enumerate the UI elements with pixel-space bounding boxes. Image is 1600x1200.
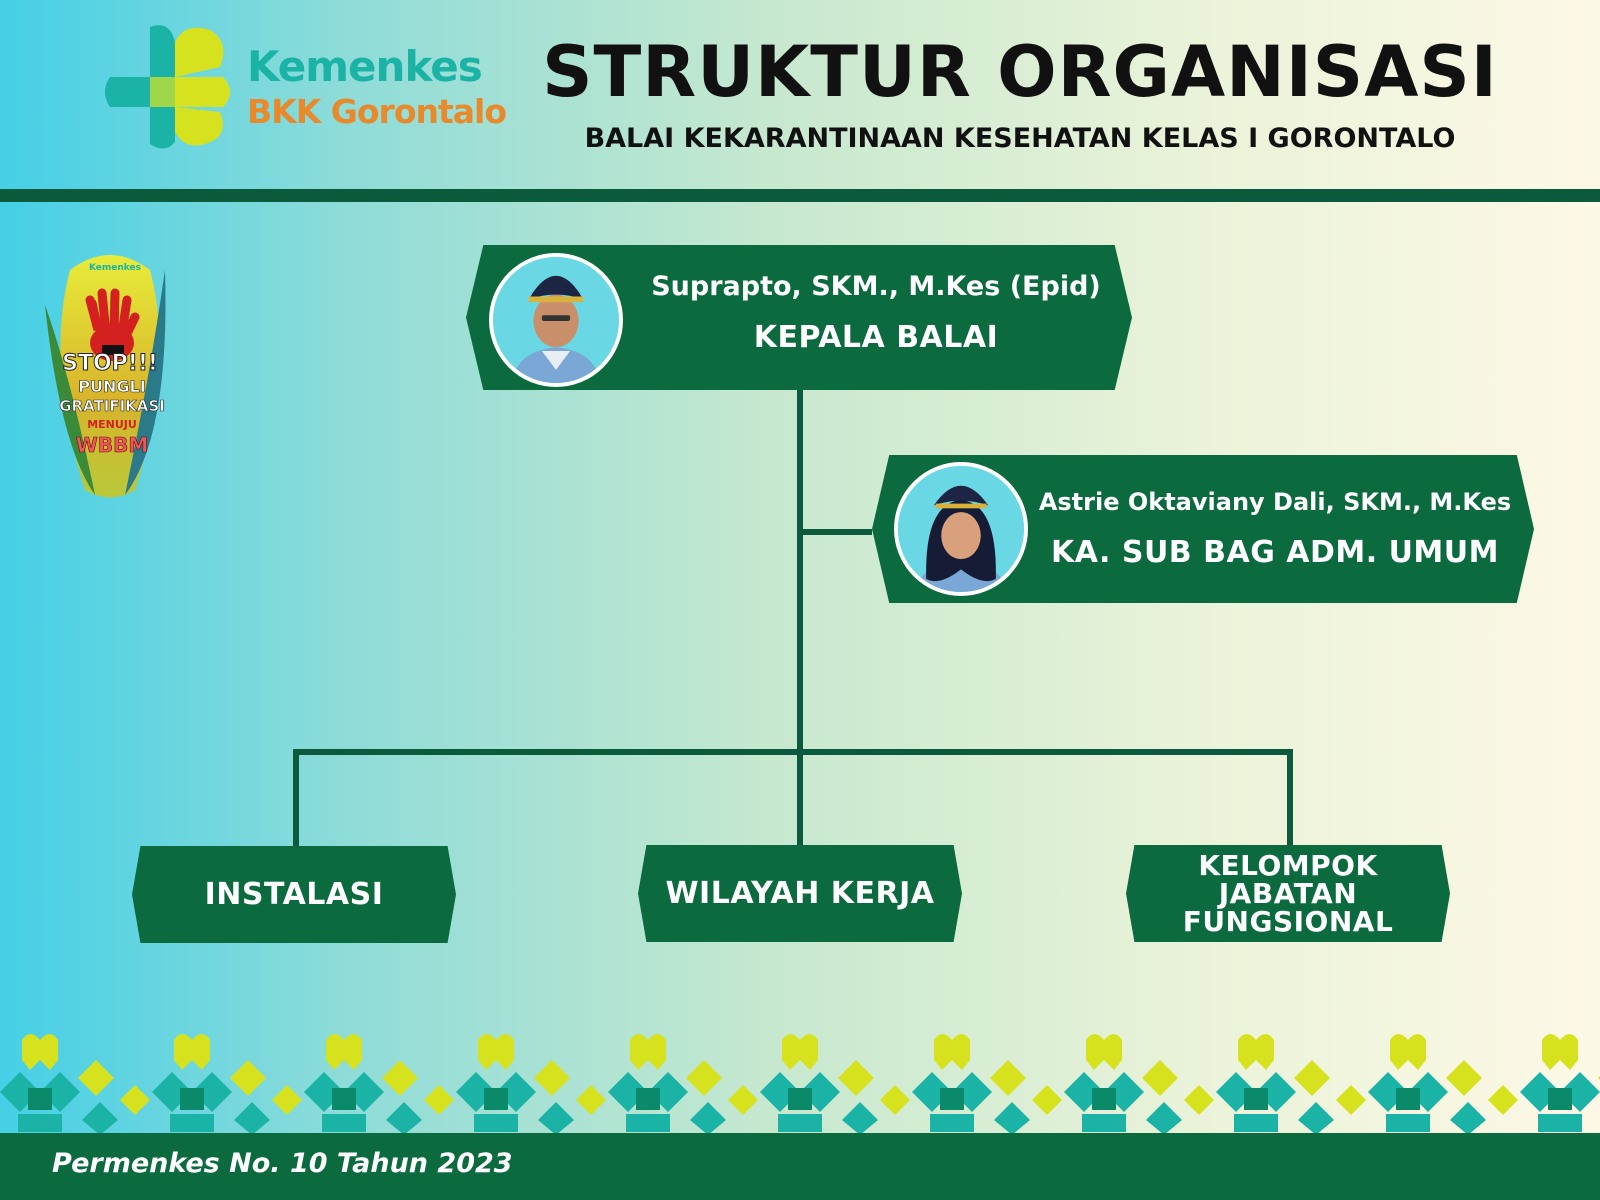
badge-line-2: PUNGLI [78, 377, 146, 397]
footer-regulation-text: Permenkes No. 10 Tahun 2023 [52, 1148, 513, 1179]
page-title: STRUKTUR ORGANISASI [542, 31, 1498, 113]
decorative-ornament-band [0, 1034, 1600, 1135]
sub-photo [894, 462, 1028, 596]
unit-kelompok-jabatan-fungsional: KELOMPOK JABATAN FUNGSIONAL [1126, 845, 1450, 942]
brand-line-2: BKK Gorontalo [247, 92, 507, 131]
person-avatar-icon [898, 466, 1024, 592]
head-name: Suprapto, SKM., M.Kes (Epid) [651, 271, 1101, 302]
header-divider [0, 189, 1600, 202]
page-subtitle: BALAI KEKARANTINAAN KESEHATAN KELAS I GO… [584, 123, 1456, 154]
unit-wilayah-kerja: WILAYAH KERJA [638, 845, 962, 942]
badge-line-1: STOP!!! [62, 351, 159, 377]
sub-name: Astrie Oktaviany Dali, SKM., M.Kes [1038, 488, 1512, 516]
unit-instalasi: INSTALASI [132, 846, 456, 943]
kemenkes-logo: Kemenkes BKK Gorontalo [105, 22, 515, 152]
head-photo [489, 253, 623, 387]
badge-line-4: MENUJU [87, 418, 137, 431]
anti-gratification-badge: Kemenkes STOP!!! PUNGLI GRATIFIKASI MENU… [40, 245, 180, 505]
corn-badge-icon [45, 255, 166, 498]
sub-position-box: Astrie Oktaviany Dali, SKM., M.Kes KA. S… [872, 455, 1534, 603]
footer-bar [0, 1133, 1600, 1200]
head-role: KEPALA BALAI [753, 320, 999, 355]
sub-role: KA. SUB BAG ADM. UMUM [1050, 535, 1500, 570]
person-avatar-icon [493, 257, 619, 383]
badge-logo-text: Kemenkes [88, 263, 141, 273]
badge-line-3: GRATIFIKASI [59, 397, 165, 416]
badge-line-5: WBBM [75, 433, 149, 458]
head-position-box: Suprapto, SKM., M.Kes (Epid) KEPALA BALA… [466, 245, 1132, 390]
kemenkes-logo-icon [105, 25, 230, 149]
brand-line-1: Kemenkes [247, 42, 483, 91]
